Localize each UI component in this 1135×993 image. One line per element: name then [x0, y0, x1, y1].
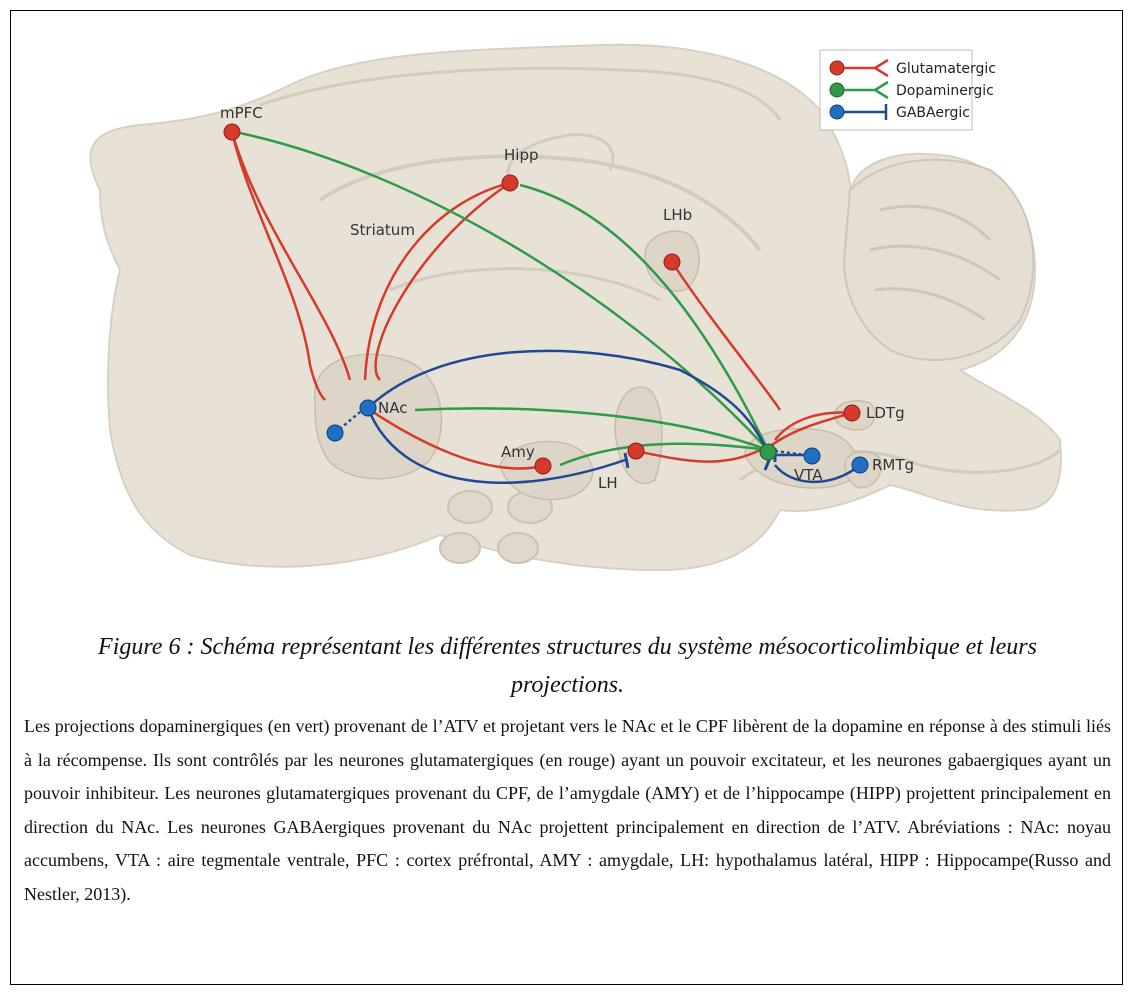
- dopaminergic-projections: [239, 131, 770, 467]
- amy-neuron: [534, 457, 552, 475]
- label-lhb: LHb: [663, 206, 692, 224]
- ventral-structure: [447, 490, 493, 524]
- label-mpfc: mPFC: [220, 104, 263, 122]
- cortex-fold: [259, 66, 782, 121]
- label-vta: VTA: [794, 466, 823, 484]
- rmtg-neuron: [851, 456, 869, 474]
- thalamus-contour: [389, 267, 661, 302]
- vta-gaba-neuron: [803, 447, 821, 465]
- label-amy: Amy: [501, 443, 535, 461]
- vta-dopamine-neuron: [759, 443, 777, 461]
- lhb-neuron: [663, 253, 681, 271]
- cerebellum: [843, 158, 1035, 361]
- legend-label: Glutamatergic: [896, 61, 996, 77]
- legend-label: GABAergic: [896, 105, 970, 121]
- brain-diagram: mPFC Hipp Striatum LHb NAc Amy LH LDTg V…: [89, 43, 1062, 572]
- label-striatum: Striatum: [350, 221, 415, 239]
- hipp-neuron: [501, 174, 519, 192]
- legend: Glutamatergic Dopaminergic GABAergic: [819, 49, 996, 131]
- label-nac: NAc: [378, 399, 407, 417]
- cerebellum-folds: [869, 204, 1001, 322]
- label-lh: LH: [598, 474, 618, 492]
- corpus-callosum: [318, 154, 762, 252]
- lh-neuron: [627, 442, 645, 460]
- ventral-structure: [497, 532, 539, 564]
- ldtg-neuron: [843, 404, 861, 422]
- nac-interneuron: [326, 424, 344, 442]
- legend-label: Dopaminergic: [896, 83, 994, 99]
- figure-frame: [10, 10, 1123, 985]
- legend-item-dopaminergic: Dopaminergic: [829, 80, 994, 100]
- label-hipp: Hipp: [504, 146, 539, 164]
- gabaergic-projections: [366, 349, 861, 484]
- legend-item-glutamatergic: Glutamatergic: [829, 58, 996, 78]
- label-rmtg: RMTg: [872, 456, 914, 474]
- neuron-markers: [223, 123, 869, 475]
- figure-description: Les projections dopaminergiques (en vert…: [24, 716, 1111, 904]
- local-connections: [334, 411, 806, 457]
- ventral-structure: [439, 532, 481, 564]
- glutamatergic-projections: [230, 131, 853, 470]
- legend-item-gabaergic: GABAergic: [829, 104, 970, 121]
- mpfc-neuron: [223, 123, 241, 141]
- hipp-region: [506, 133, 615, 181]
- nac-gaba-neuron: [359, 399, 377, 417]
- figure-caption: Figure 6 : Schéma représentant les diffé…: [98, 634, 1037, 698]
- label-ldtg: LDTg: [866, 404, 905, 422]
